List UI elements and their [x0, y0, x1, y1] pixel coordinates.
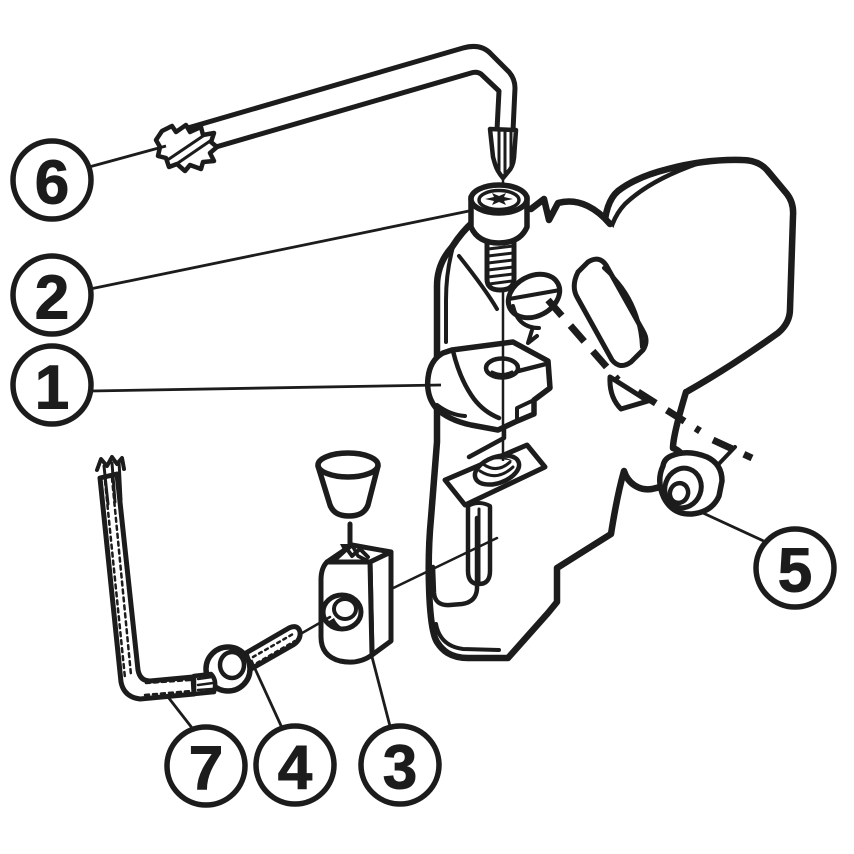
cone-cap — [315, 450, 381, 564]
key7-top-tip-zigzag — [95, 455, 126, 472]
screw4-thread-dots — [251, 632, 297, 665]
torx-key-small — [95, 455, 218, 702]
front-vertical-slot-top — [466, 501, 492, 508]
callout-number-5: 5 — [778, 537, 812, 606]
callout-leader-3 — [369, 652, 393, 731]
key6-star-flutes — [167, 132, 212, 167]
pocket-thread-arcs — [478, 460, 515, 478]
callout-circle-6 — [10, 138, 94, 222]
callout-number-6: 6 — [35, 149, 69, 218]
plug-bore — [667, 480, 691, 506]
anvil-assembly-line — [383, 536, 499, 594]
head-cheek-edge — [457, 254, 499, 311]
callout-circle-4 — [253, 723, 337, 807]
bottom-inner-edge — [434, 622, 501, 652]
oval-hole-chord — [507, 288, 562, 301]
key7-texture — [103, 476, 193, 697]
clamp — [424, 339, 553, 433]
torx-socket-ring — [477, 188, 521, 212]
head-left-inner-edge — [444, 245, 455, 344]
block-hole-inner — [332, 597, 358, 621]
screw4-shank — [243, 624, 303, 672]
coolant-plug — [657, 445, 737, 517]
clamp-fold-edge — [450, 348, 502, 421]
callout-circle-3 — [358, 723, 442, 807]
cone-top — [315, 450, 381, 480]
callout-leader-2 — [89, 209, 470, 291]
callout-number-1: 1 — [35, 354, 69, 423]
key7-top-tip-flutes — [102, 459, 123, 506]
block-hole-crescent — [329, 618, 348, 631]
bottom-j-slot — [430, 515, 480, 608]
callout-number-2: 2 — [35, 264, 69, 333]
anvil-screw — [203, 615, 332, 694]
section-tab — [607, 374, 651, 412]
torx-socket-center — [495, 198, 503, 202]
anvil-block — [318, 542, 394, 665]
shank-cylinder-outline — [600, 156, 797, 395]
key6-shaft — [171, 44, 518, 161]
clamp-screw — [468, 182, 530, 293]
screw4-head-inner — [217, 649, 247, 681]
callout-circle-1 — [10, 343, 94, 427]
d-slot-inner-wall — [602, 266, 644, 349]
key7-shaft — [97, 471, 197, 702]
shank-cylinder — [604, 159, 794, 391]
d-slot — [571, 256, 649, 368]
callout-circle-2 — [10, 253, 94, 337]
callout-leader-6 — [88, 144, 167, 169]
key7-right-tip-hatches — [196, 675, 215, 692]
torx-key-large — [153, 44, 519, 181]
key6-bit-flutes — [497, 129, 513, 175]
callout-leader-5 — [702, 511, 769, 545]
clamp-notch — [515, 398, 536, 423]
cone-side — [315, 463, 381, 519]
head-top-edge — [527, 195, 614, 228]
callout-number-3: 3 — [383, 734, 417, 803]
callout-leader-4 — [249, 659, 285, 731]
callout-number-4: 4 — [278, 734, 313, 803]
pocket-thread-crescent — [481, 456, 513, 462]
callout-circle-7 — [164, 724, 248, 808]
callout-leader-1 — [90, 383, 442, 393]
callout-number-7: 7 — [189, 735, 223, 804]
block-serrations — [334, 547, 370, 561]
clamp-beak-inner — [435, 403, 467, 418]
callout-circle-5 — [753, 526, 837, 610]
clamp-outline — [424, 339, 553, 433]
oval-hole-hook — [511, 304, 541, 345]
